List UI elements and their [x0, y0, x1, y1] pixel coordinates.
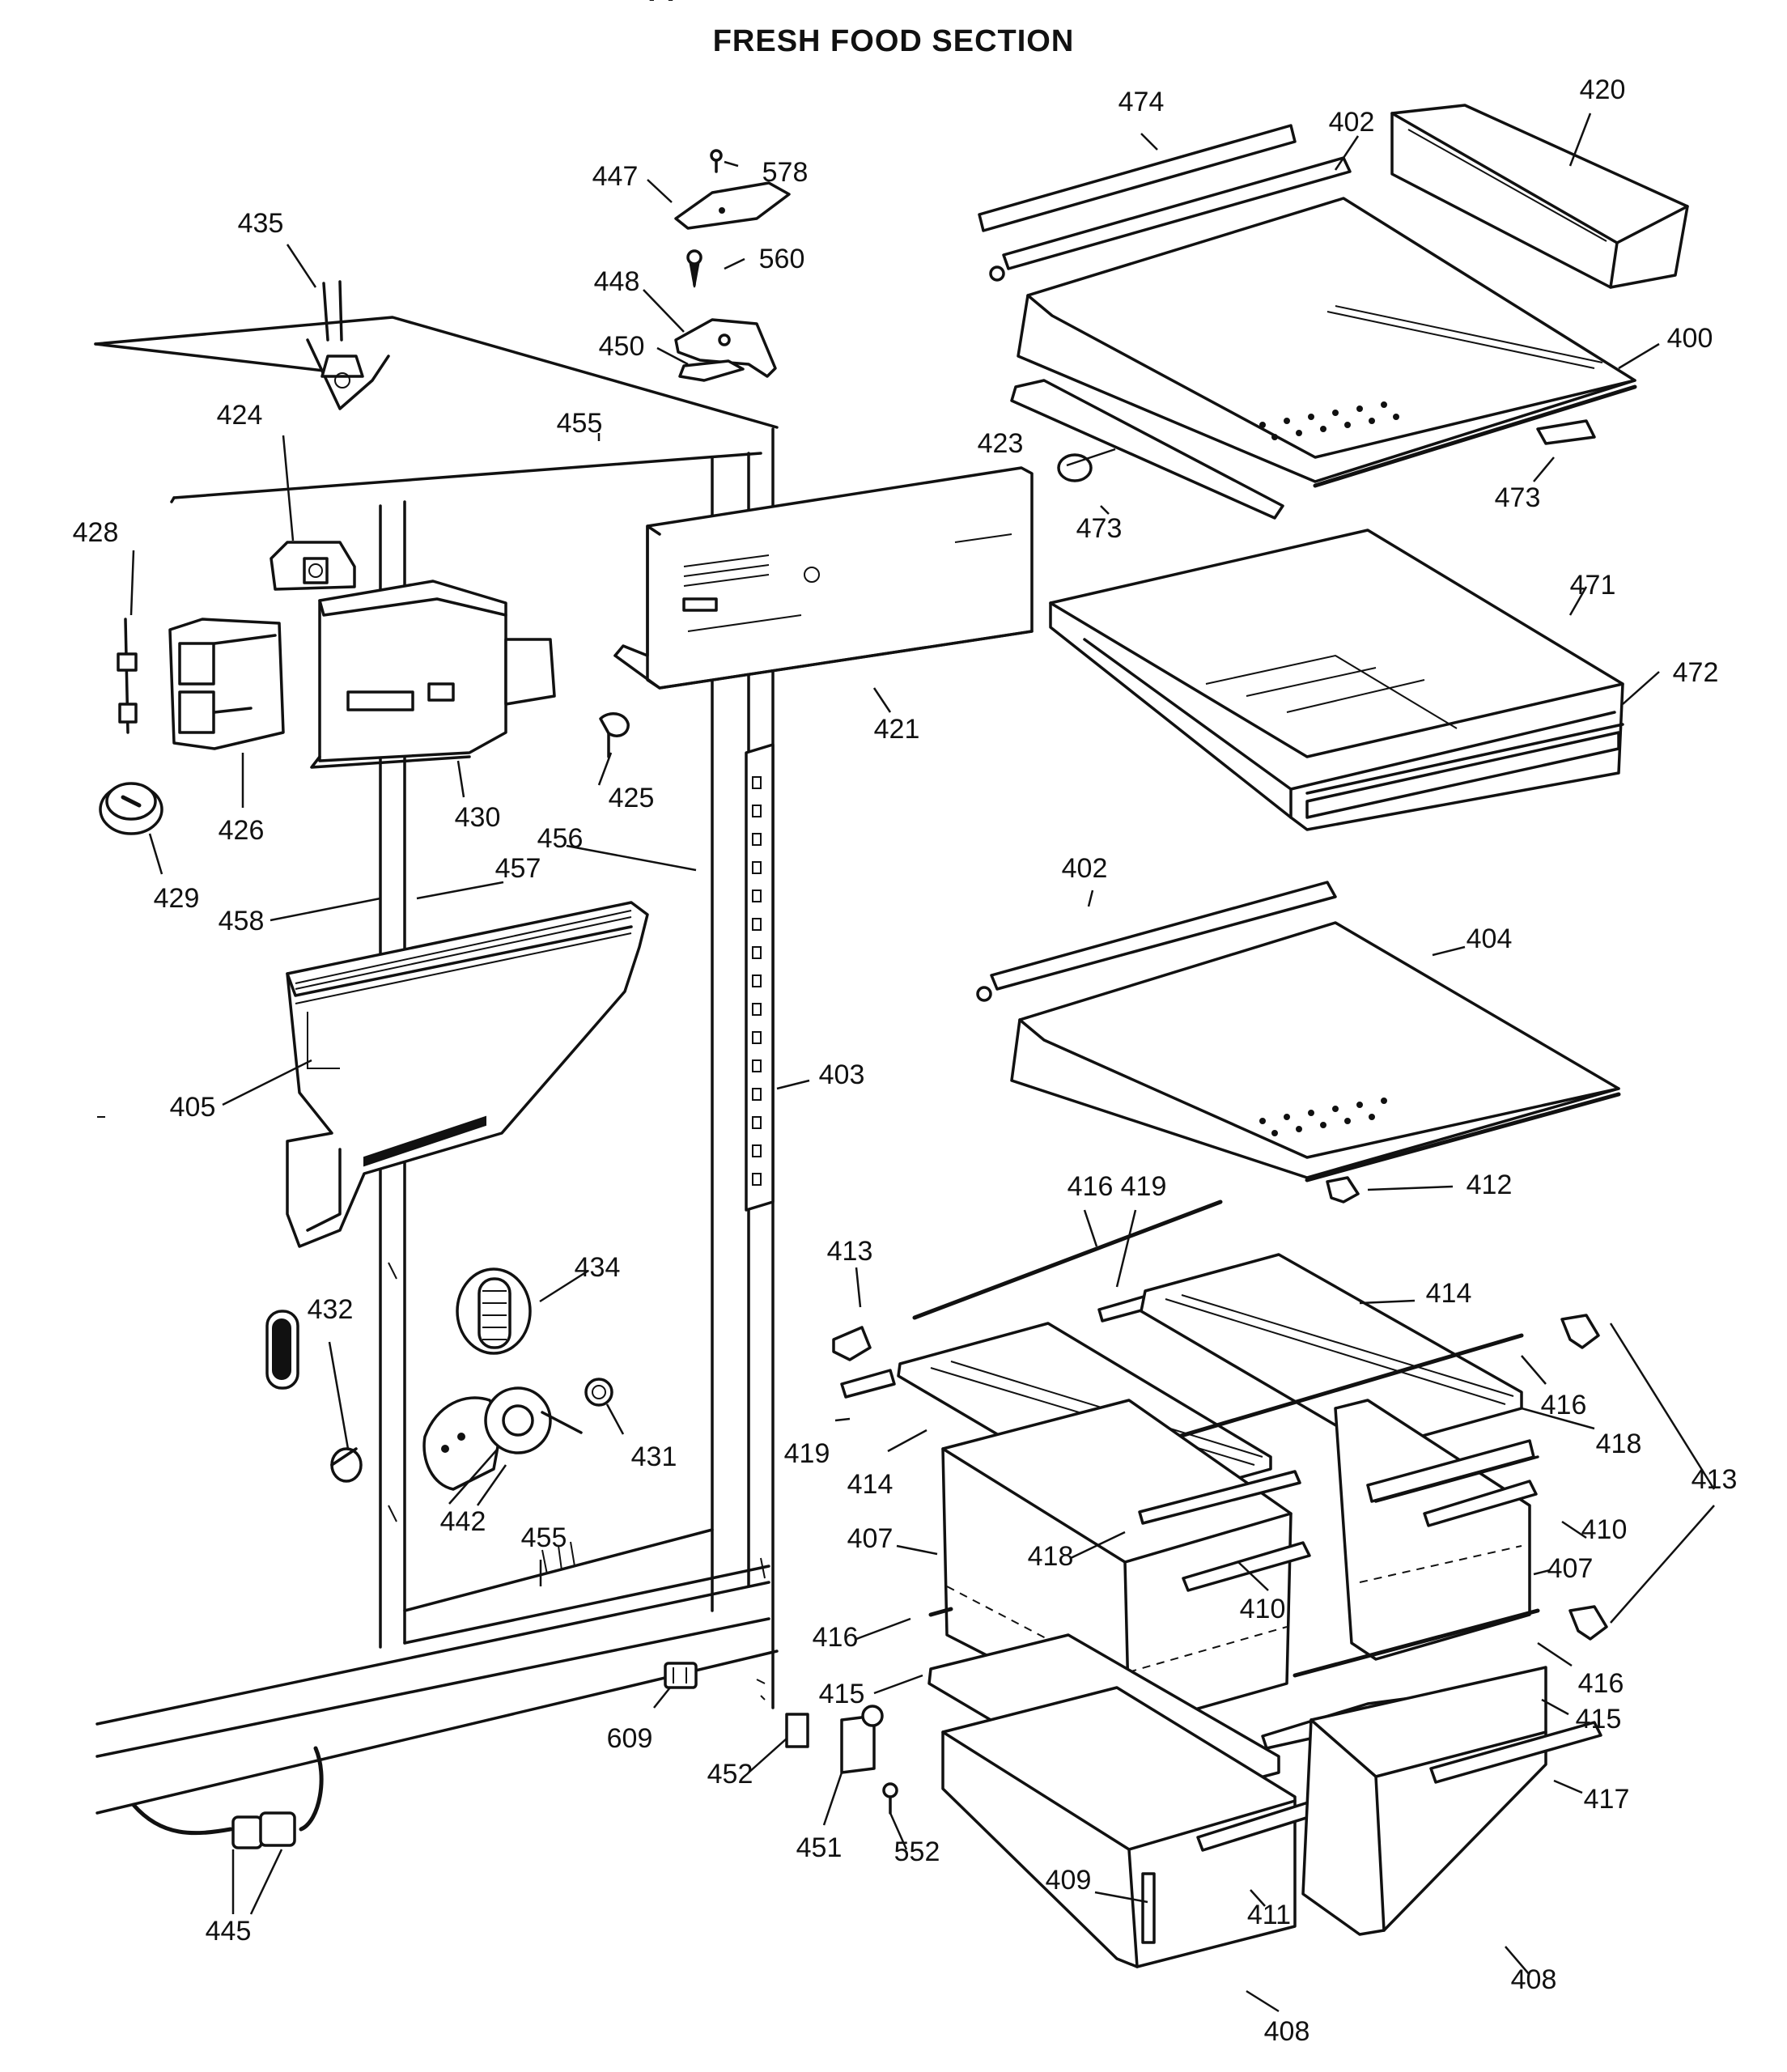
callout-442: 442 [440, 1506, 486, 1537]
callout-416: 416 [813, 1622, 859, 1653]
callout-458: 458 [219, 906, 265, 936]
callout-402: 402 [1062, 853, 1108, 884]
callout-416: 416 [1541, 1390, 1587, 1420]
leader-lines [129, 113, 1716, 2013]
callout-428: 428 [73, 517, 119, 548]
crisper-drawers [832, 1199, 1608, 1968]
callout-421: 421 [874, 714, 920, 745]
callout-423: 423 [978, 428, 1024, 459]
callout-410: 410 [1240, 1594, 1286, 1624]
lower-shelf-404 [976, 881, 1621, 1204]
callout-413: 413 [1691, 1464, 1738, 1495]
callout-429: 429 [154, 883, 200, 914]
callout-409: 409 [1046, 1865, 1092, 1896]
callout-411: 411 [1247, 1900, 1291, 1930]
callout-578: 578 [762, 157, 809, 188]
callout-415: 415 [819, 1679, 865, 1709]
callout-471: 471 [1570, 570, 1616, 601]
callout-408: 408 [1511, 1964, 1557, 1995]
callout-457: 457 [495, 853, 541, 884]
callout-609: 609 [607, 1723, 653, 1754]
callout-418: 418 [1596, 1429, 1642, 1459]
callout-473: 473 [1076, 513, 1123, 544]
callout-416: 416 [1068, 1171, 1114, 1202]
upper-shelf-400 [978, 104, 1689, 520]
callout-418: 418 [1028, 1541, 1074, 1572]
callout-405: 405 [170, 1092, 216, 1123]
callout-455: 455 [557, 408, 603, 439]
callout-416: 416 [1578, 1668, 1624, 1699]
callout-435: 435 [238, 208, 284, 239]
callout-430: 430 [455, 802, 501, 833]
callout-404: 404 [1467, 923, 1513, 954]
callout-447: 447 [592, 161, 639, 192]
callout-456: 456 [537, 823, 584, 854]
callout-417: 417 [1584, 1784, 1630, 1815]
callout-403: 403 [819, 1059, 865, 1090]
callout-431: 431 [631, 1441, 677, 1472]
callout-425: 425 [609, 783, 655, 813]
callout-434: 434 [575, 1252, 621, 1283]
callout-452: 452 [707, 1759, 753, 1790]
callout-414: 414 [847, 1469, 894, 1500]
diagram-title: FRESH FOOD SECTION [712, 24, 1075, 58]
callout-408: 408 [1264, 2016, 1310, 2047]
callout-419: 419 [784, 1438, 830, 1469]
callout-432: 432 [308, 1294, 354, 1325]
callout-415: 415 [1576, 1704, 1622, 1734]
callout-473: 473 [1495, 482, 1541, 513]
control-panel-421 [613, 466, 1034, 1700]
callout-412: 412 [1467, 1170, 1513, 1200]
callout-552: 552 [894, 1836, 940, 1867]
callout-424: 424 [217, 400, 263, 431]
callout-410: 410 [1581, 1514, 1628, 1545]
callout-426: 426 [219, 815, 265, 846]
callout-455: 455 [521, 1522, 567, 1553]
callout-472: 472 [1673, 657, 1719, 688]
callout-402: 402 [1329, 107, 1375, 138]
callout-413: 413 [827, 1236, 873, 1267]
callout-407: 407 [1547, 1553, 1594, 1584]
callout-400: 400 [1667, 323, 1713, 354]
callout-labels: 474 402 420 447 578 435 448 560 450 400 … [73, 74, 1738, 2047]
callout-474: 474 [1118, 87, 1165, 117]
callout-448: 448 [594, 266, 640, 297]
callout-560: 560 [759, 244, 805, 274]
callout-450: 450 [599, 331, 645, 362]
callout-445: 445 [206, 1916, 252, 1947]
callout-451: 451 [796, 1832, 843, 1863]
callout-420: 420 [1580, 74, 1626, 105]
callout-419: 419 [1121, 1171, 1167, 1202]
cropped-heading-fragment: · · [647, 0, 677, 17]
callout-407: 407 [847, 1523, 894, 1554]
pan-471 [1049, 529, 1624, 831]
hardware-top [99, 149, 898, 1849]
callout-414: 414 [1426, 1278, 1472, 1309]
